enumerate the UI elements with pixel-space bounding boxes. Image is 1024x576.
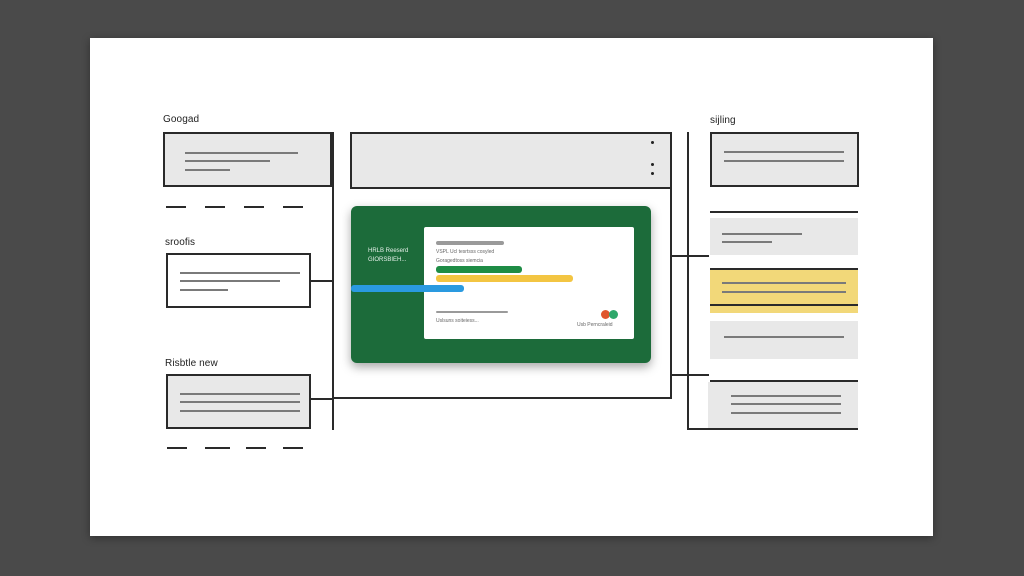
dash-separator — [166, 206, 186, 208]
highlight-bottom-rule — [710, 304, 858, 306]
placeholder-line — [185, 160, 270, 162]
placeholder-line — [185, 152, 298, 154]
placeholder-line — [180, 289, 228, 291]
connector-vertical-left — [332, 132, 334, 430]
card-title-line-2: GIORSBIEH... — [368, 257, 407, 263]
placeholder-line — [724, 160, 844, 162]
inner-header-bar — [436, 241, 504, 245]
connector-vertical-right — [687, 132, 689, 430]
inner-sub-text: Goragedtoss siemcia — [436, 258, 483, 264]
connector-horizontal — [689, 255, 709, 257]
connector-horizontal — [672, 255, 687, 257]
placeholder-line — [722, 233, 802, 235]
card-title-line-1: HRLB Reeserd — [368, 248, 409, 254]
placeholder-line — [180, 401, 300, 403]
inner-header-text: VSPL Ucl tesrtsss cosyled — [436, 249, 495, 255]
placeholder-line — [722, 241, 772, 243]
inner-footer-text: Uslsuns soiteiess... — [436, 318, 479, 324]
placeholder-line — [722, 291, 846, 293]
kebab-dot — [651, 163, 654, 166]
badge-circle-green — [609, 310, 618, 319]
left-block-2 — [166, 253, 311, 308]
right-rule — [710, 380, 858, 382]
center-top-panel — [350, 132, 672, 189]
right-section-label: sijling — [710, 115, 736, 126]
left-section-label-2: sroofis — [165, 237, 196, 248]
inner-bar-1 — [436, 266, 522, 273]
dash-separator — [244, 206, 264, 208]
dash-separator — [205, 447, 230, 449]
dash-separator — [167, 447, 187, 449]
right-block-2 — [710, 218, 858, 255]
right-block-highlighted — [710, 268, 858, 313]
connector-horizontal — [672, 374, 687, 376]
placeholder-line — [731, 395, 841, 397]
placeholder-line — [180, 410, 300, 412]
inner-divider — [436, 311, 508, 313]
kebab-dot — [651, 141, 654, 144]
right-block-4 — [708, 382, 858, 428]
placeholder-line — [724, 151, 844, 153]
green-card: HRLB Reeserd GIORSBIEH... VSPL Ucl tesrt… — [351, 206, 651, 363]
inner-bar-2 — [436, 275, 573, 282]
right-block-1 — [710, 132, 859, 187]
connector-horizontal — [689, 374, 709, 376]
right-bottom-rule — [687, 428, 858, 430]
left-section-label-3: Risbtle new — [165, 358, 218, 369]
placeholder-line — [180, 280, 280, 282]
placeholder-line — [722, 282, 846, 284]
badge-text: Usb Perncraleid — [577, 322, 613, 328]
right-rule — [710, 211, 858, 213]
right-block-3 — [710, 321, 858, 359]
connector-horizontal — [311, 280, 332, 282]
inner-bar-3 — [351, 285, 464, 292]
connector-vertical-center — [670, 132, 672, 399]
kebab-dot — [651, 172, 654, 175]
dash-separator — [205, 206, 225, 208]
placeholder-line — [180, 393, 300, 395]
dash-separator — [283, 447, 303, 449]
badge-circle-orange — [601, 310, 610, 319]
highlight-top-rule — [710, 268, 858, 270]
connector-bottom-horizontal — [332, 397, 672, 399]
placeholder-line — [185, 169, 230, 171]
connector-horizontal — [311, 398, 332, 400]
inner-card: VSPL Ucl tesrtsss cosyled Goragedtoss si… — [351, 227, 634, 339]
left-block-3 — [166, 374, 311, 429]
dash-separator — [283, 206, 303, 208]
left-section-label-1: Googad — [163, 114, 200, 125]
placeholder-line — [731, 403, 841, 405]
placeholder-line — [180, 272, 300, 274]
diagram-sheet: Googad sroofis Risbtle new — [90, 38, 933, 536]
left-block-1 — [163, 132, 332, 187]
dash-separator — [246, 447, 266, 449]
placeholder-line — [724, 336, 844, 338]
placeholder-line — [731, 412, 841, 414]
